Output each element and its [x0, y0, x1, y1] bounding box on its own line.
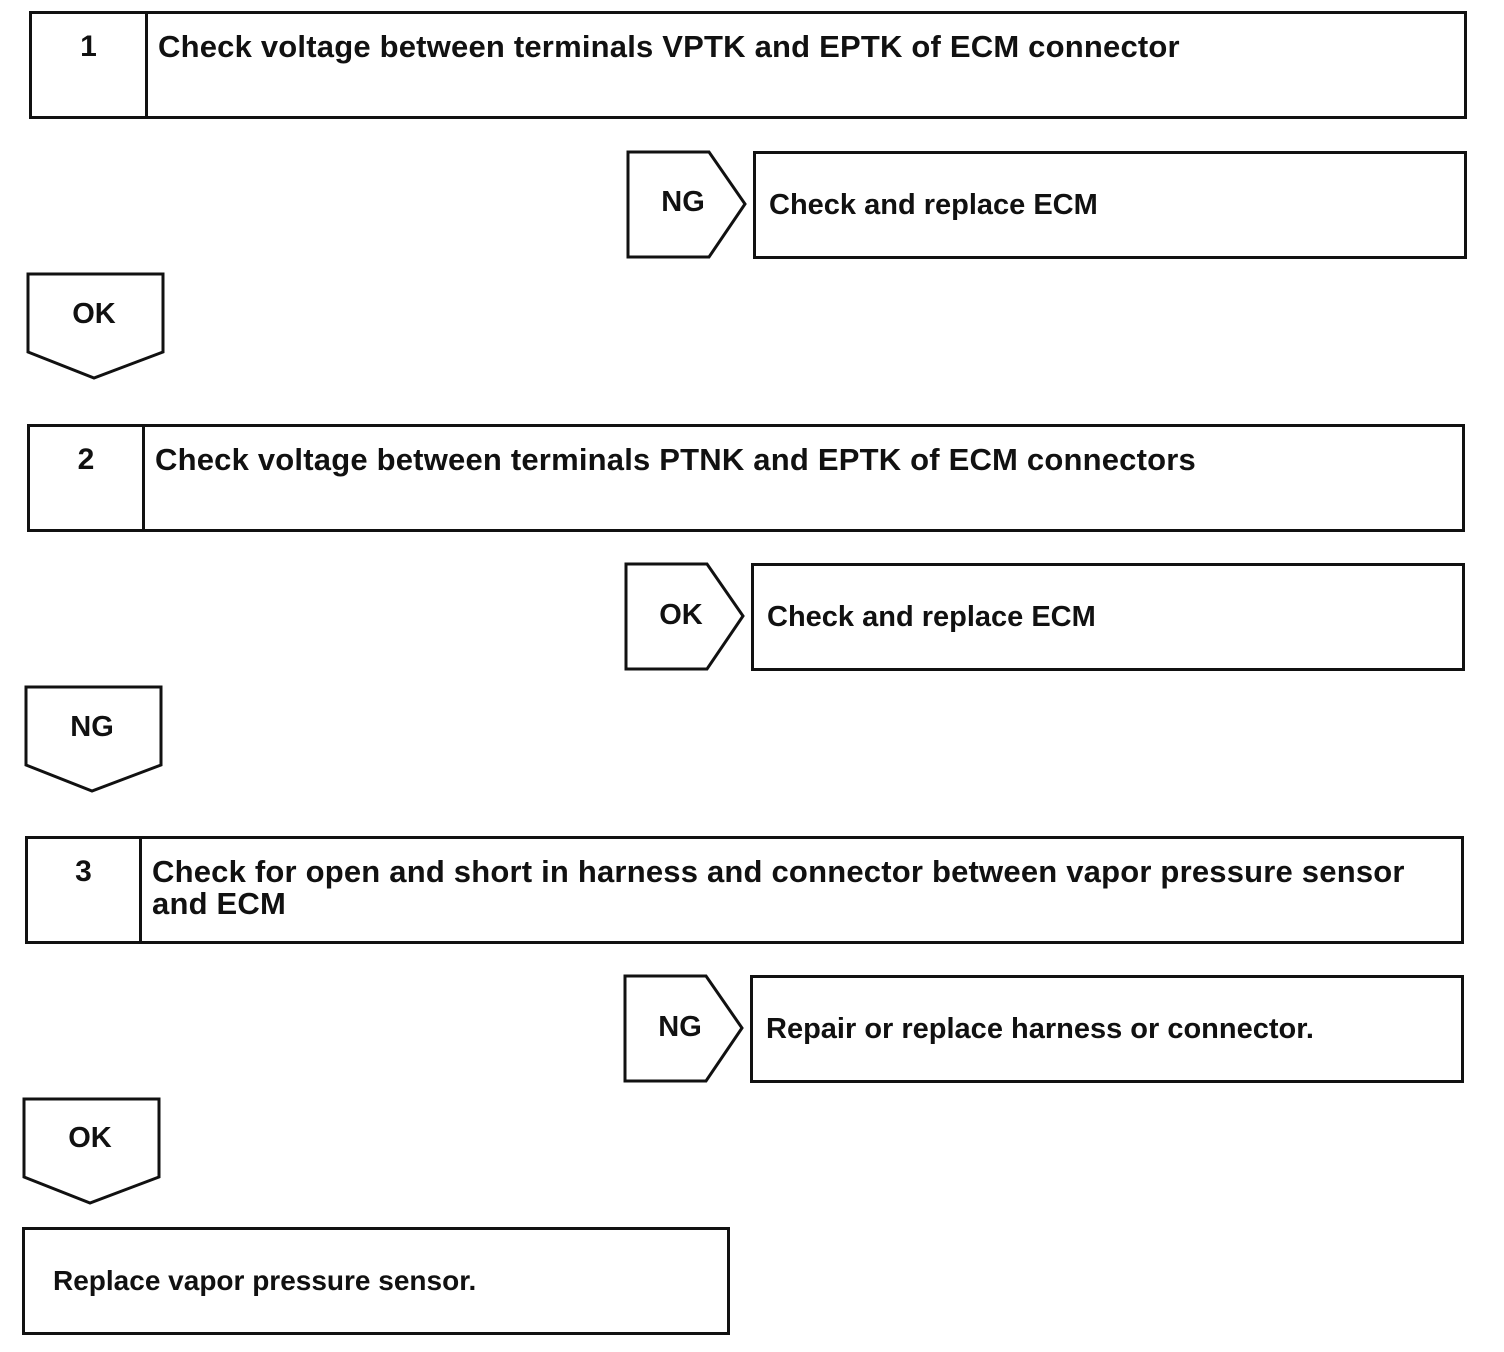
step-2-side-arrow-tag	[624, 562, 745, 671]
step-3-text: Check for open and short in harness and …	[152, 854, 1405, 921]
step-3-side-arrow-tag	[623, 974, 744, 1083]
step-1-down-arrow-tag	[26, 272, 165, 380]
step-1-box: 1 Check voltage between terminals VPTK a…	[29, 11, 1467, 119]
step-1-side-action-text: Check and replace ECM	[769, 188, 1098, 221]
step-2-box: 2 Check voltage between terminals PTNK a…	[27, 424, 1465, 532]
step-1-side-result-label: NG	[661, 186, 705, 218]
step-1-number: 1	[32, 14, 148, 116]
step-1-side-action-box: Check and replace ECM	[753, 151, 1467, 259]
final-action-box: Replace vapor pressure sensor.	[22, 1227, 730, 1335]
step-3-side-result-label: NG	[658, 1011, 702, 1043]
final-action-text: Replace vapor pressure sensor.	[53, 1265, 477, 1296]
step-2-down-result-label: NG	[70, 711, 114, 743]
step-2-side-action-box: Check and replace ECM	[751, 563, 1465, 671]
step-1-side-arrow-tag	[626, 150, 747, 259]
step-3-side-action-box: Repair or replace harness or connector.	[750, 975, 1464, 1083]
step-2-side-result-label: OK	[659, 599, 703, 631]
step-3-side-action-text: Repair or replace harness or connector.	[766, 1012, 1314, 1045]
step-2-text: Check voltage between terminals PTNK and…	[155, 442, 1196, 477]
step-1-down-result-label: OK	[72, 298, 116, 330]
step-3-down-arrow-tag	[22, 1097, 161, 1205]
step-3-down-result-label: OK	[68, 1122, 112, 1154]
step-2-number: 2	[30, 427, 145, 529]
step-3-box: 3 Check for open and short in harness an…	[25, 836, 1464, 944]
step-1-text: Check voltage between terminals VPTK and…	[158, 29, 1180, 64]
step-2-side-action-text: Check and replace ECM	[767, 600, 1096, 633]
step-3-number: 3	[28, 839, 142, 941]
step-2-down-arrow-tag	[24, 685, 163, 793]
